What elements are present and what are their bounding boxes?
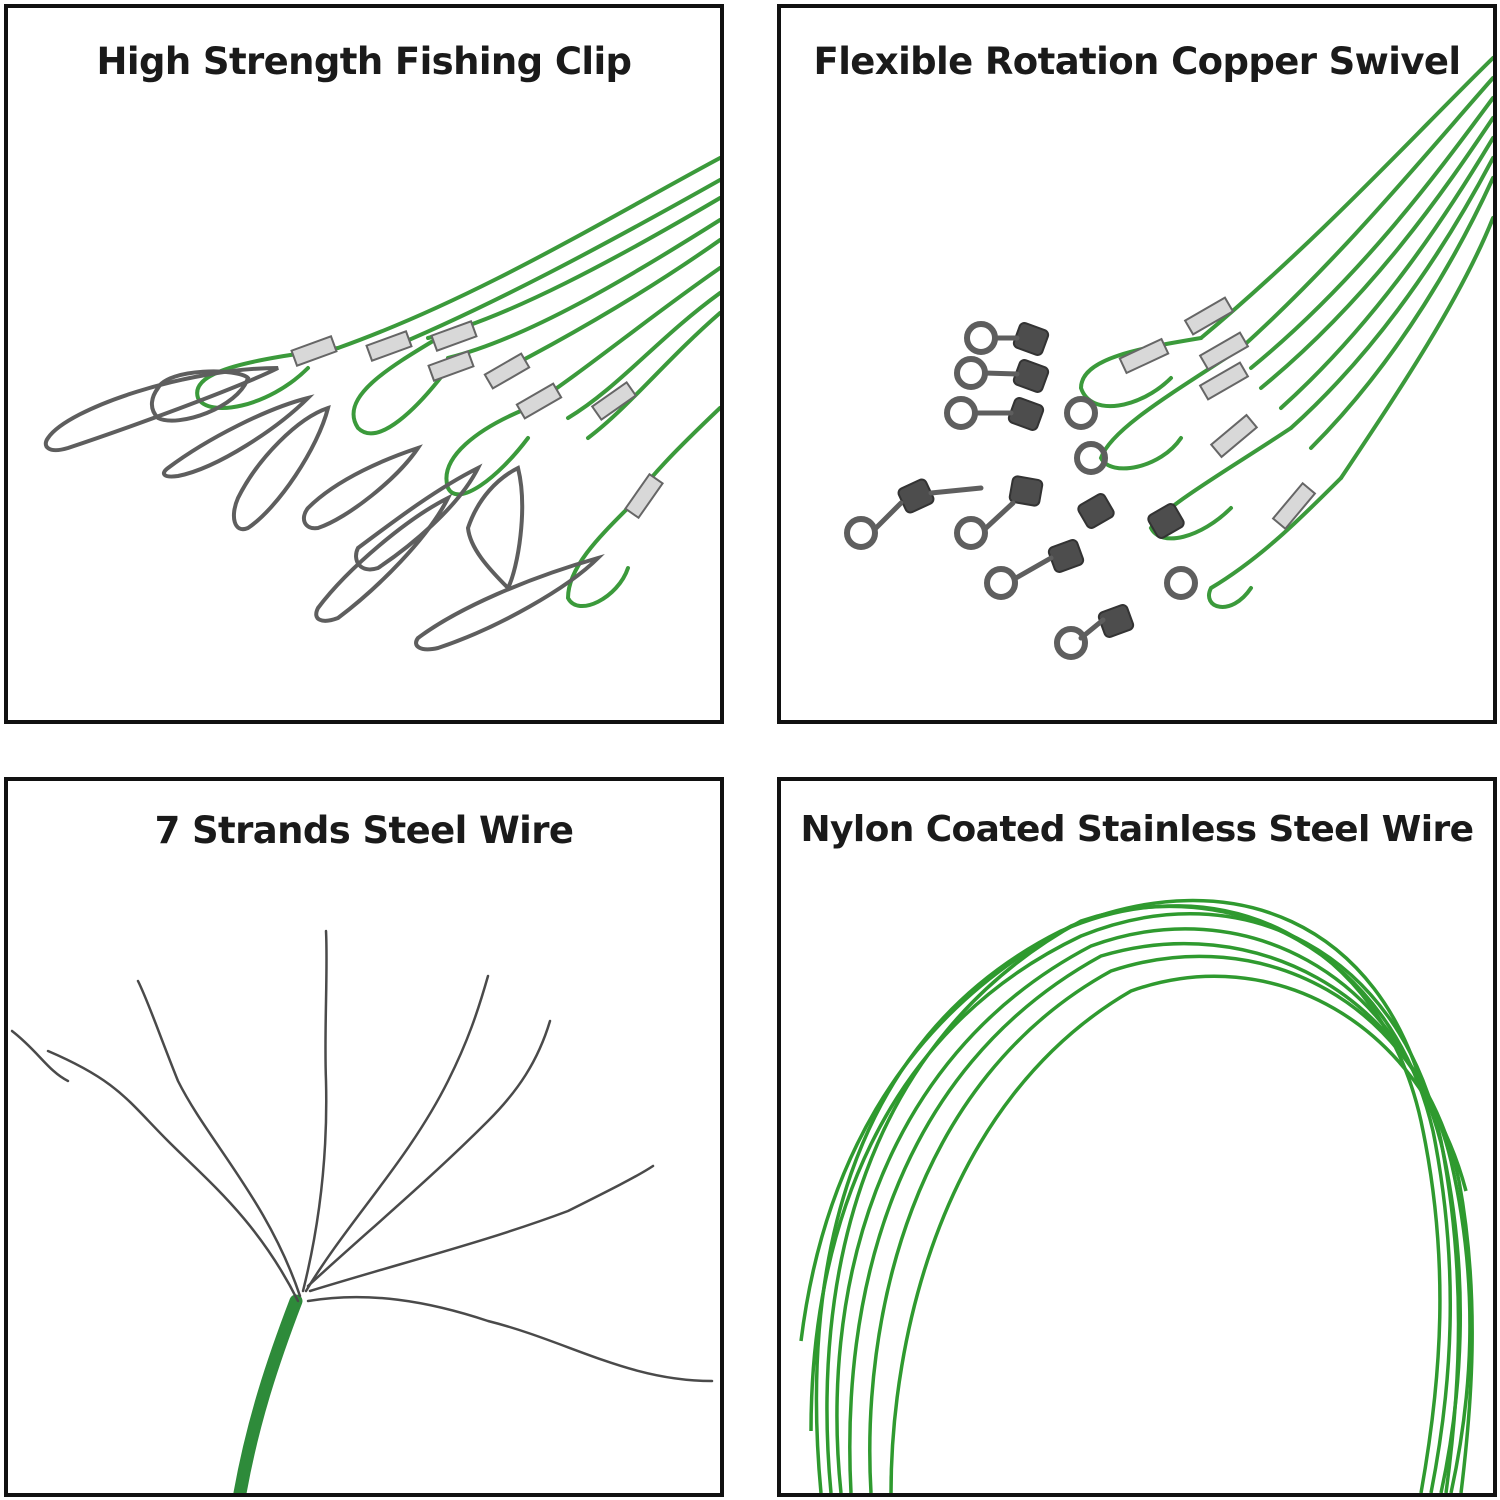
seven-strand-wire-photo: [10, 929, 714, 1493]
panel-caption: 7 Strands Steel Wire: [154, 809, 574, 852]
panel-nylon-coated-wire: Nylon Coated Stainless Steel Wire: [777, 777, 1497, 1497]
panel-copper-swivel: Flexible Rotation Copper Swivel: [777, 4, 1497, 724]
coated-wire-loop-photo: [799, 898, 1474, 1493]
fishing-clip-photo: [43, 156, 720, 652]
panel-fishing-clip: High Strength Fishing Clip: [4, 4, 724, 724]
panel-caption: Nylon Coated Stainless Steel Wire: [800, 809, 1474, 850]
panel-seven-strand-wire: 7 Strands Steel Wire: [4, 777, 724, 1497]
panel-caption: High Strength Fishing Clip: [96, 40, 632, 83]
panel-caption: Flexible Rotation Copper Swivel: [813, 40, 1462, 83]
copper-swivel-photo: [844, 56, 1493, 660]
